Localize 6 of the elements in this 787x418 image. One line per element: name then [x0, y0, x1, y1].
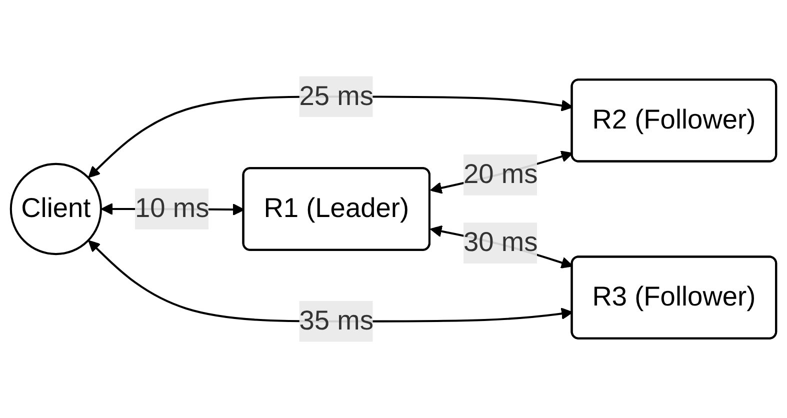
- edge-label: 25 ms: [299, 82, 374, 112]
- edge-label: 20 ms: [464, 160, 538, 190]
- edge-label: 30 ms: [464, 228, 538, 258]
- edge-label: 35 ms: [299, 306, 374, 336]
- node-circle: Client: [10, 162, 102, 256]
- edge-label: 10 ms: [135, 194, 210, 224]
